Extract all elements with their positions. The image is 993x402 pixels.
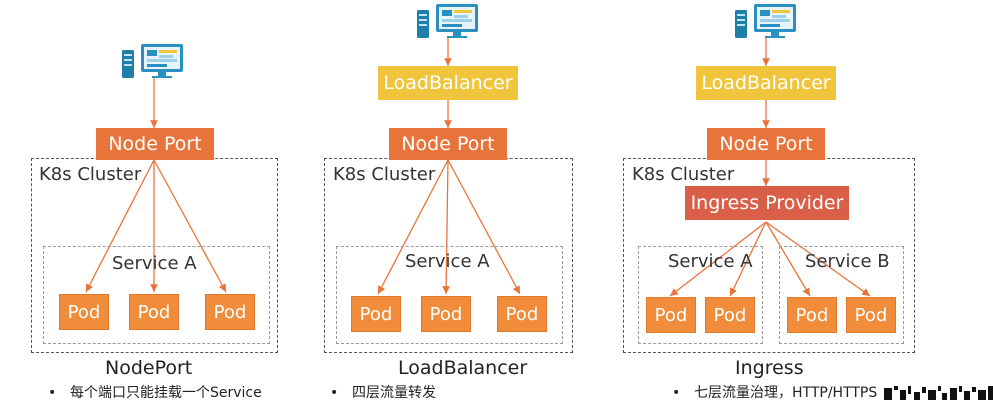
bullet-item: •四层流量转发 (330, 385, 436, 401)
service-label: Service B (805, 251, 890, 272)
pod-box: Pod (421, 296, 471, 332)
ingress-provider-box: Ingress Provider (685, 186, 849, 220)
bullet-text: 七层流量治理，HTTP/HTTPS (694, 385, 878, 401)
computer-icon (416, 2, 480, 40)
panel-caption: NodePort (105, 357, 193, 379)
pod-box: Pod (351, 296, 401, 332)
service-box (779, 246, 904, 344)
pod-box: Pod (129, 294, 179, 330)
node-port-box: Node Port (389, 128, 507, 160)
service-label: Service A (668, 251, 753, 272)
load-balancer-box: LoadBalancer (696, 66, 836, 100)
k8s-cluster-label: K8s Cluster (632, 164, 735, 185)
bullet-item: •每个端口只能挂载一个Service (48, 385, 262, 401)
pod-box: Pod (705, 297, 755, 333)
node-port-box: Node Port (96, 128, 214, 160)
computer-icon (121, 42, 185, 80)
computer-icon (734, 2, 798, 40)
k8s-cluster-label: K8s Cluster (333, 164, 436, 185)
panel-caption: Ingress (735, 357, 804, 379)
service-box (336, 246, 563, 344)
bullet-item: •七层流量治理，HTTP/HTTPS (672, 385, 878, 401)
pod-box: Pod (846, 297, 896, 333)
load-balancer-box: LoadBalancer (378, 66, 518, 100)
service-box (43, 246, 270, 344)
service-label: Service A (112, 253, 197, 274)
pod-box: Pod (787, 297, 837, 333)
pod-box: Pod (646, 297, 696, 333)
panel-caption: LoadBalancer (398, 357, 528, 379)
node-port-box: Node Port (707, 128, 825, 160)
k8s-cluster-label: K8s Cluster (39, 164, 142, 185)
bullet-text: 每个端口只能挂载一个Service (70, 385, 262, 401)
bullet-text: 四层流量转发 (352, 385, 436, 401)
pod-box: Pod (497, 296, 547, 332)
qr-code-icon (884, 384, 993, 400)
pod-box: Pod (205, 294, 255, 330)
service-box (638, 246, 763, 344)
service-label: Service A (405, 251, 490, 272)
pod-box: Pod (59, 294, 109, 330)
